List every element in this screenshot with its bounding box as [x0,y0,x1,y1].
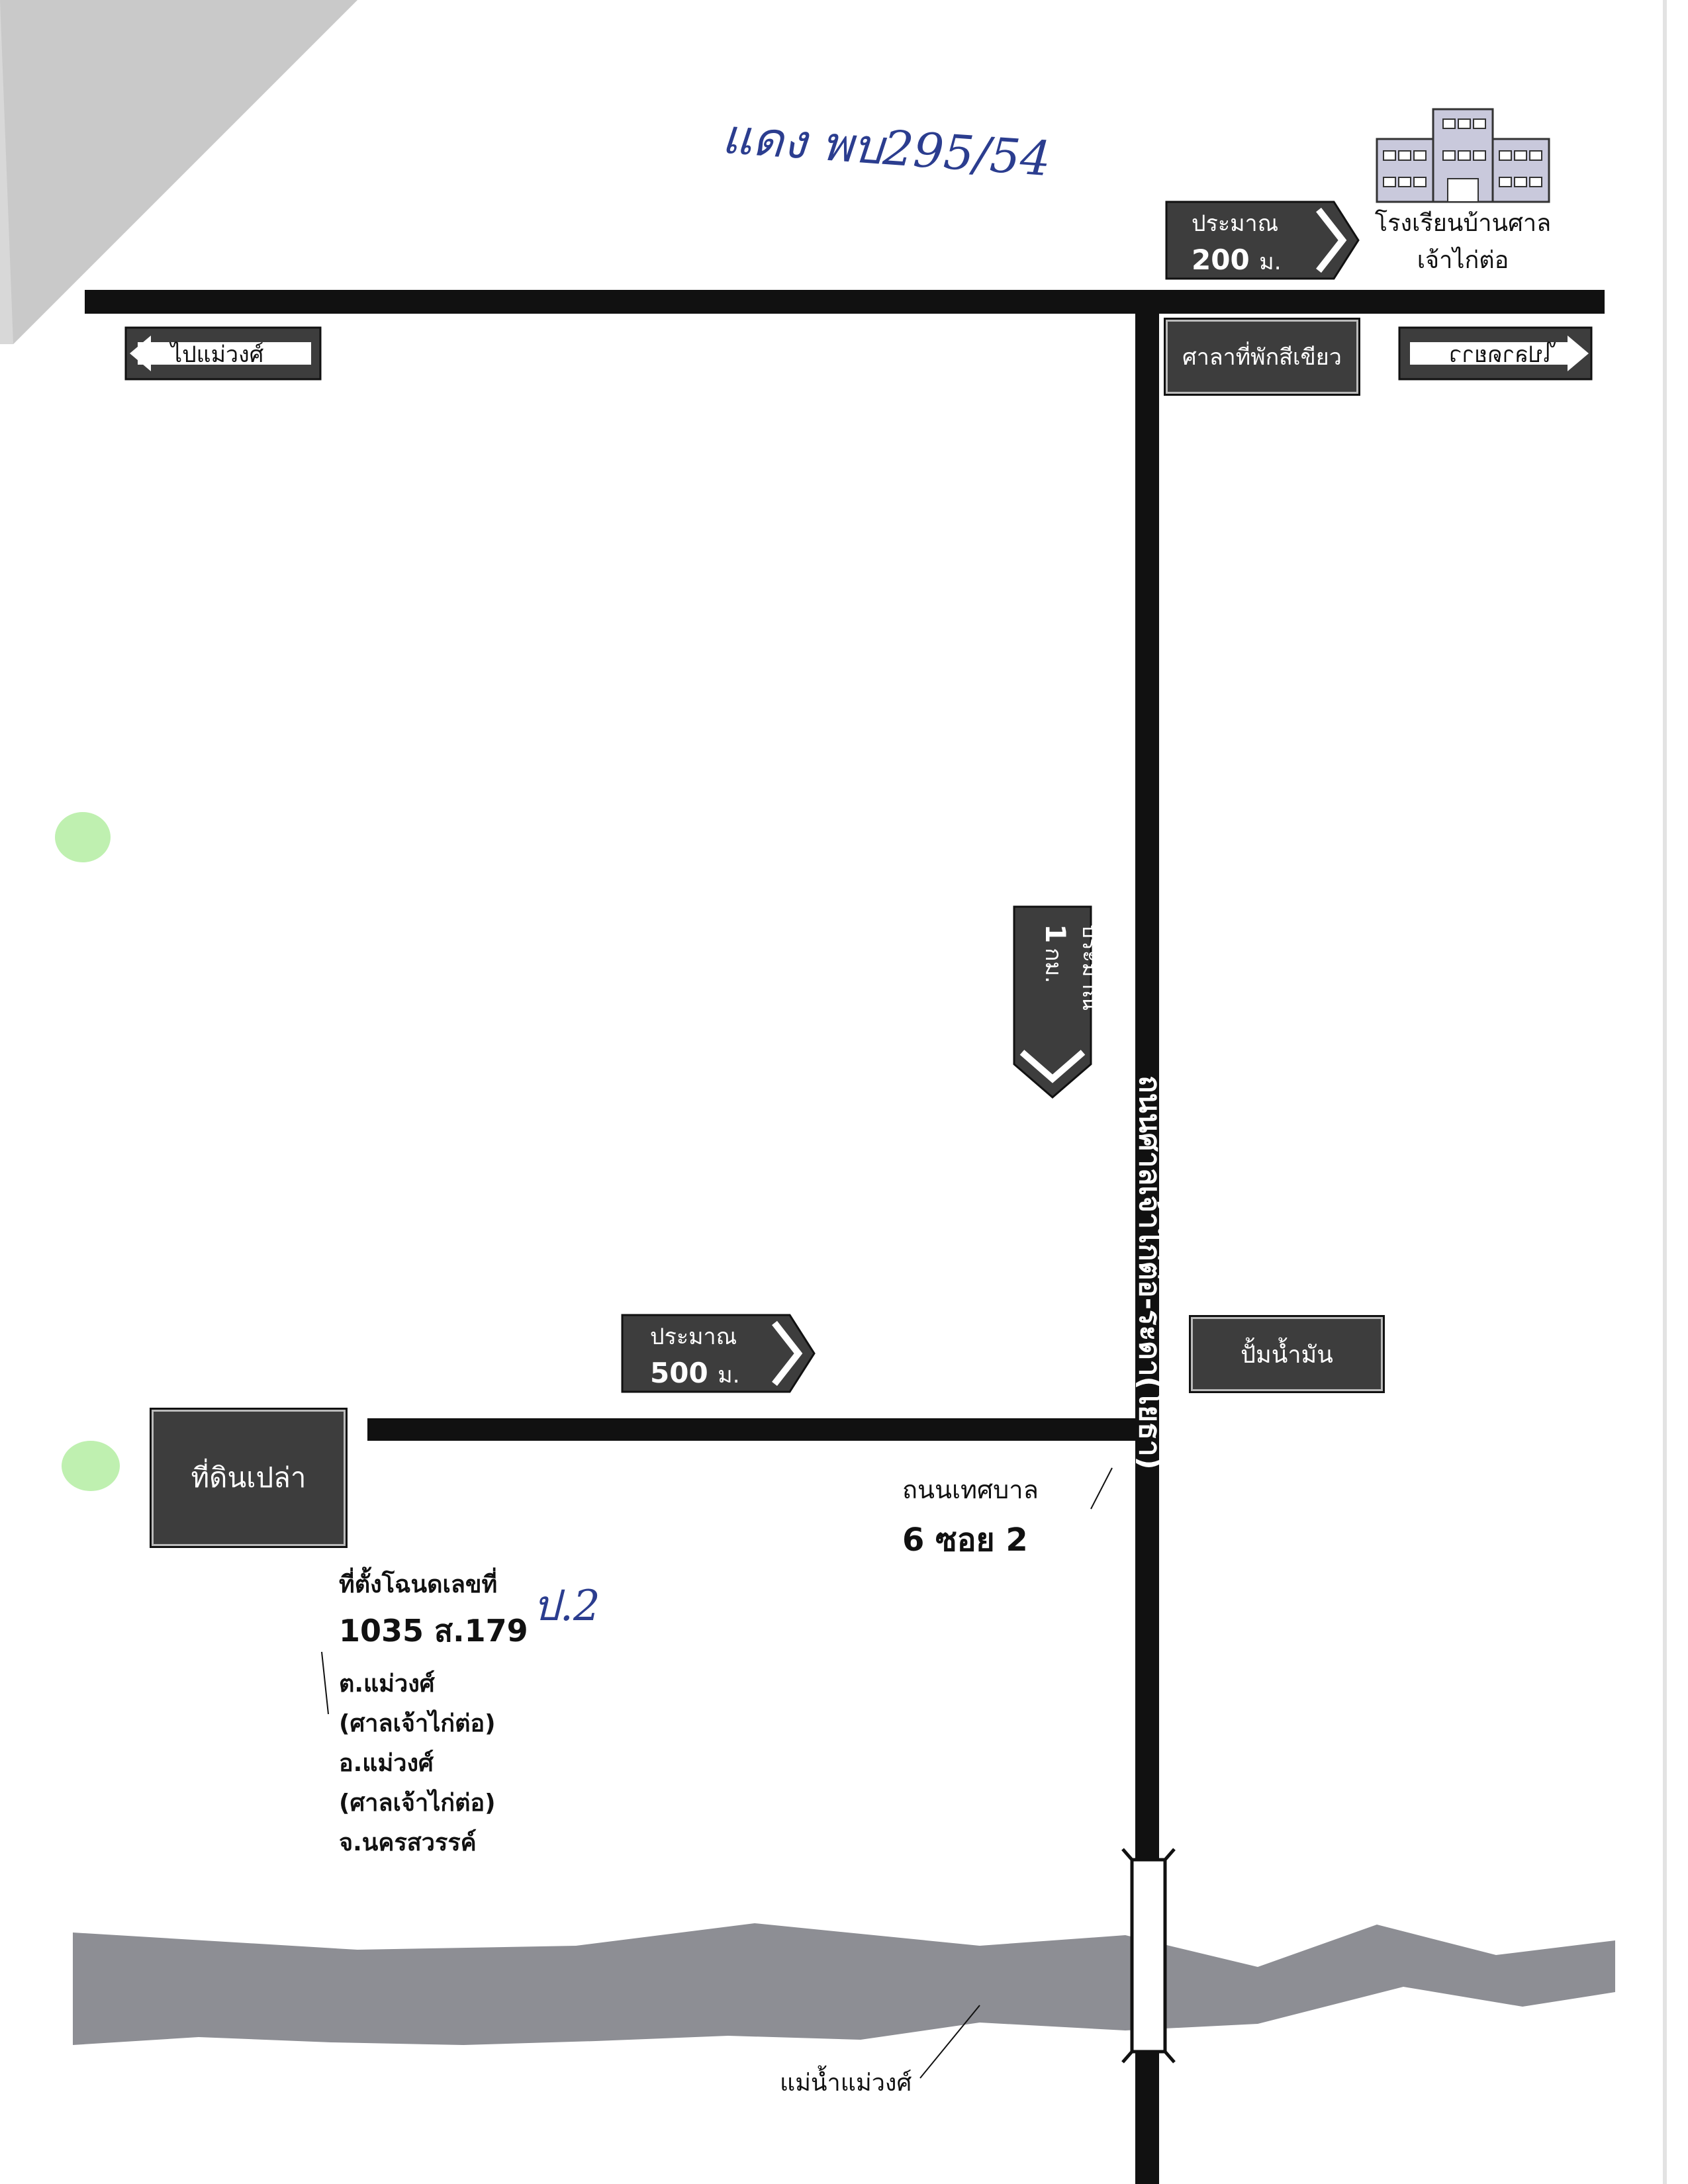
main-road-name: ถนนศาลเจ้าไก่ต่อ-ระดา(โยธา) [1133,1075,1168,1470]
deed-line: จ.นครสวรรค์ [339,1829,477,1856]
deed-line: (ศาลเจ้าไก่ต่อ) [339,1790,496,1817]
deed-line: ที่ตั้งโฉนดเลขที่ [339,1571,498,1598]
distance-label: ประมาณ [650,1324,737,1350]
direction-sign-right-label: ไปลาดยาว [1449,341,1556,368]
distance-sign-500m [621,1314,816,1393]
direction-sign-maewong-label: ไปแม่วงศ์ [169,341,264,368]
bridge [1121,1848,1176,2064]
target-vacant-land: ที่ดินเปล่า [150,1408,348,1548]
side-road [367,1418,1149,1441]
distance-label: ประมาณ [1077,924,1094,1011]
distance-sign-200m [1165,201,1360,280]
distance-sign-1km: ประมาณ 1 กม. [1013,905,1094,1099]
river-label: แม่น้ำแม่วงศ์ [780,2070,912,2097]
deed-location-block: ที่ตั้งโฉนดเลขที่ 1035 ส.179 ต.แม่วงศ์ (… [339,1565,528,1863]
distance-label: ประมาณ [1192,210,1279,237]
handwritten-mark: ป.2 [533,1582,600,1631]
building-icon [1376,108,1550,203]
river [73,1923,1615,2045]
deed-line: ต.แม่วงศ์ [339,1670,435,1698]
landmark-green-pavilion: ศาลาที่พักสีเขียว [1164,318,1360,396]
stain-spot [62,1441,120,1491]
distance-unit: ม. [1259,249,1282,275]
side-road-name-line2: 6 ซอย 2 [902,1522,1028,1559]
school-name-line1: โรงเรียนบ้านศาล [1374,210,1552,237]
distance-value: 200 [1192,244,1250,276]
school-name: โรงเรียนบ้านศาล เจ้าไก่ต่อ [1364,205,1562,279]
stain-spot [55,812,111,862]
side-road-leader-line [1090,1467,1113,1510]
direction-sign-right: ไปลาดยาว [1398,326,1593,381]
distance-sign-500m-text: ประมาณ 500 ม. [650,1318,740,1392]
distance-unit: ม. [718,1362,740,1388]
river-leader-line [919,2005,980,2079]
distance-value: 1 [1039,924,1072,943]
landmark-gas-station: ปั้มน้ำมัน [1189,1315,1385,1393]
deed-line: (ศาลเจ้าไก่ต่อ) [339,1710,496,1737]
school-name-line2: เจ้าไก่ต่อ [1417,247,1509,274]
deed-line: อ.แม่วงศ์ [339,1750,434,1777]
page-fold-shadow [0,0,357,344]
side-road-name: ถนนเทศบาล 6 ซอย 2 [902,1469,1039,1565]
deed-number: 1035 ส.179 [339,1613,528,1649]
side-road-name-line1: ถนนเทศบาล [902,1475,1039,1504]
distance-unit: กม. [1040,948,1066,983]
main-horizontal-road [85,290,1605,314]
river-body [73,1923,1615,2045]
deed-margin-mark [321,1651,329,1715]
direction-sign-maewong: ไปแม่วงศ์ [124,326,322,381]
distance-value: 500 [650,1357,708,1389]
distance-sign-200m-text: ประมาณ 200 ม. [1192,205,1282,279]
main-road-name-label: ถนนศาลเจ้าไก่ต่อ-ระดา(โยธา) [1133,1075,1168,1470]
